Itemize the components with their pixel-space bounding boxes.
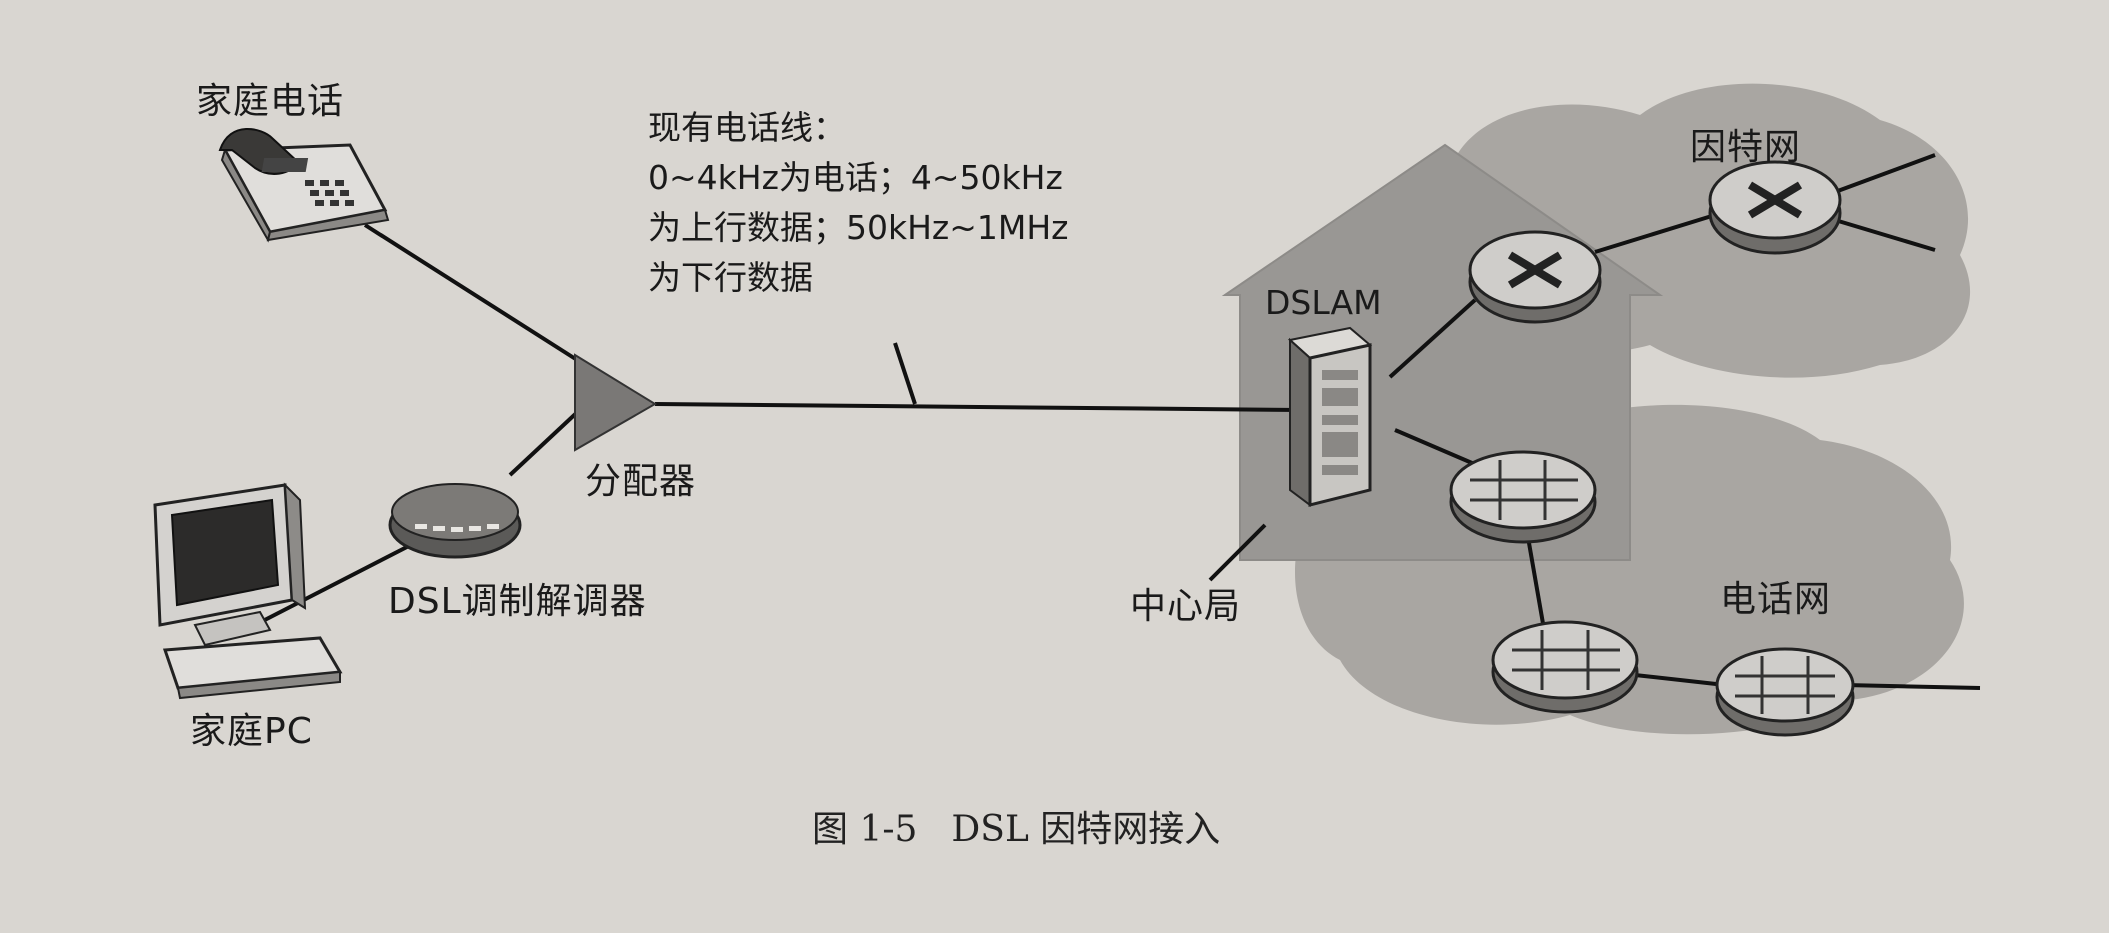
phone-line-note-line: 为下行数据 [648,258,813,297]
figure-number: 图 1-5 [812,809,918,850]
internet-router-icon [1708,160,1842,255]
phone-line-note-line: 为上行数据；50kHz~1MHz [648,208,1069,247]
phone-switch-icon [1715,647,1855,737]
home-pc-label: 家庭PC [190,711,313,752]
phone-switch-icon [1449,450,1597,544]
internet-label: 因特网 [1690,127,1802,168]
computer-icon [153,482,343,700]
telephone-icon [218,128,390,243]
splitter-icon [574,353,657,452]
dsl-modem-label: DSL调制解调器 [388,581,647,622]
phone-line-note-line: 现有电话线： [648,108,846,147]
dsl-modem-icon [388,483,522,559]
figure-caption: 图 1-5 DSL 因特网接入 [812,800,1220,852]
phone-switch-icon [1491,620,1639,714]
dslam-icon [1287,326,1373,507]
router-icon [1468,230,1602,324]
dslam-label: DSLAM [1265,283,1382,322]
phone-network-label: 电话网 [1720,579,1832,620]
central-office-label: 中心局 [1130,586,1242,627]
phone-line-note: 现有电话线： 0~4kHz为电话；4~50kHz 为上行数据；50kHz~1MH… [648,103,1069,303]
splitter-label: 分配器 [585,461,697,502]
home-phone-label: 家庭电话 [196,81,345,122]
phone-line-note-line: 0~4kHz为电话；4~50kHz [648,158,1063,197]
figure-title: DSL 因特网接入 [951,809,1221,850]
